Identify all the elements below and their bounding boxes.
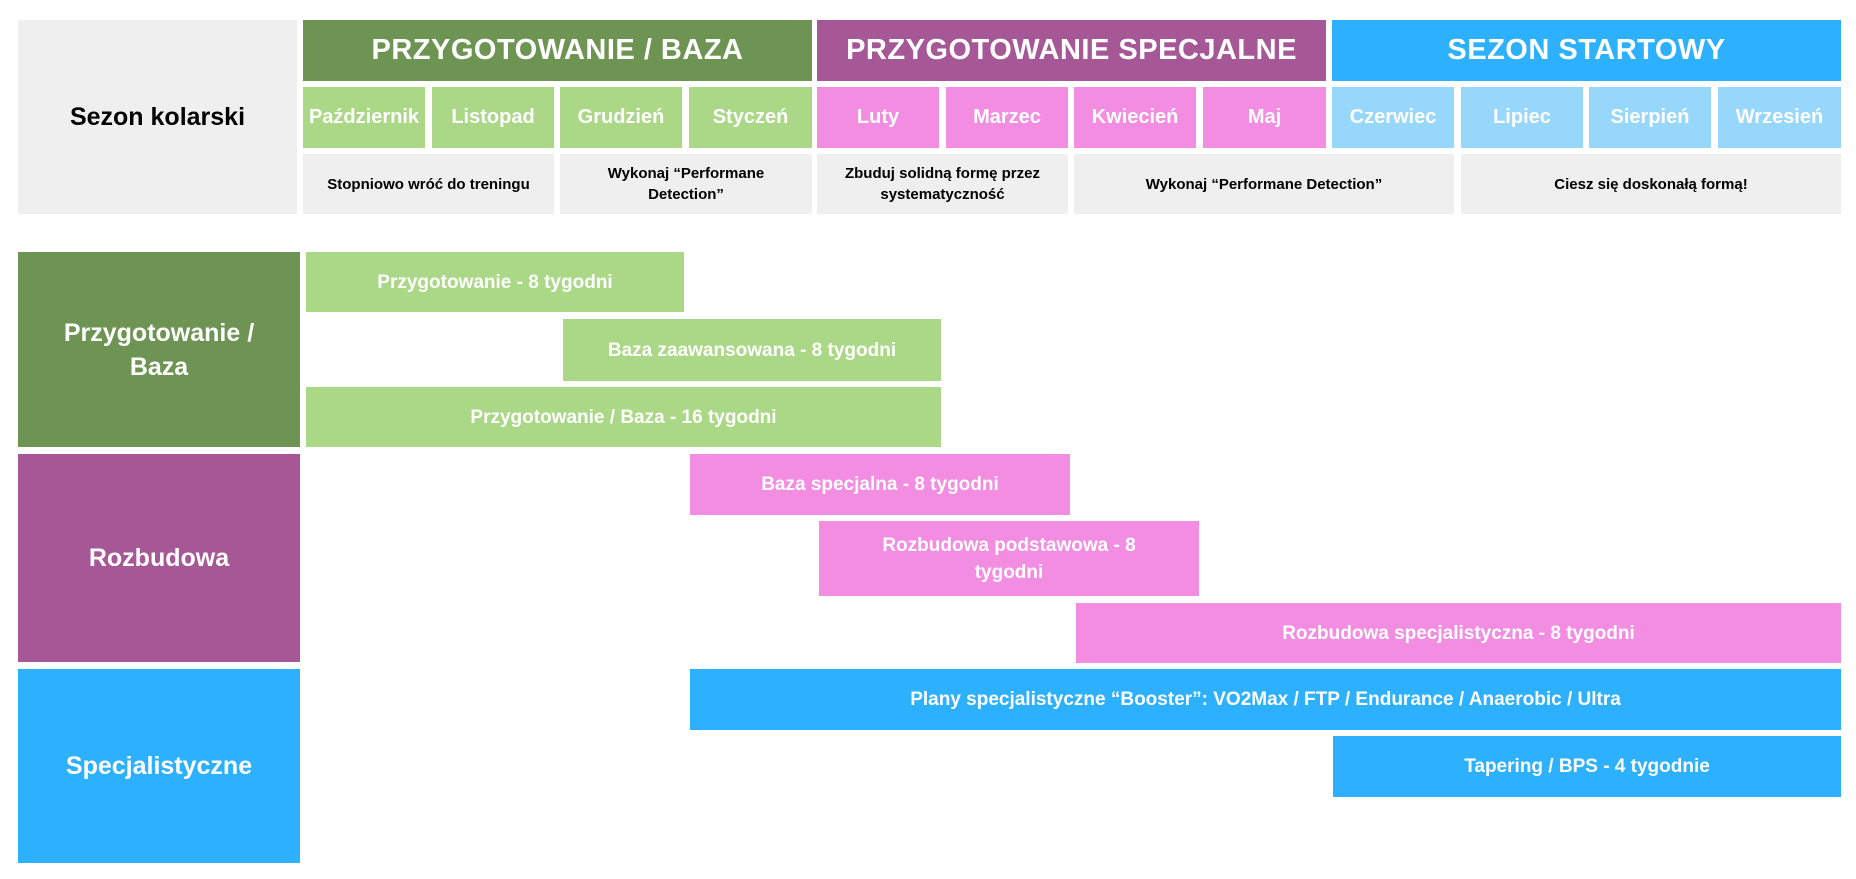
month-cell: Wrzesień [1718,87,1841,148]
category-base: Przygotowanie / Baza [18,252,300,447]
month-cell: Maj [1203,87,1326,148]
category-build: Rozbudowa [18,454,300,662]
season-title: Sezon kolarski [18,20,297,214]
goal-cell: Stopniowo wróć do treningu [303,154,554,214]
goal-cell: Zbuduj solidną formę przez systematyczno… [817,154,1068,214]
plan-bar: Przygotowanie / Baza - 16 tygodni [306,387,941,447]
plan-bar: Rozbudowa podstawowa - 8 tygodni [819,521,1199,596]
category-specialist: Specjalistyczne [18,669,300,863]
month-cell: Luty [817,87,939,148]
month-cell: Kwiecień [1074,87,1196,148]
month-cell: Listopad [432,87,554,148]
plan-bar: Plany specjalistyczne “Booster”: VO2Max … [690,669,1841,730]
goal-cell: Wykonaj “Performane Detection” [1074,154,1454,214]
month-cell: Czerwiec [1332,87,1454,148]
plan-bar: Tapering / BPS - 4 tygodnie [1333,736,1841,797]
phase-header-base: PRZYGOTOWANIE / BAZA [303,20,812,81]
month-cell: Lipiec [1461,87,1583,148]
month-cell: Grudzień [560,87,682,148]
phase-header-special: PRZYGOTOWANIE SPECJALNE [817,20,1326,81]
plan-bar: Przygotowanie - 8 tygodni [306,252,684,312]
month-cell: Sierpień [1589,87,1711,148]
plan-bar: Baza zaawansowana - 8 tygodni [563,319,941,381]
plan-bar: Baza specjalna - 8 tygodni [690,454,1070,515]
month-cell: Październik [303,87,425,148]
month-cell: Styczeń [689,87,812,148]
goal-cell: Ciesz się doskonałą formą! [1461,154,1841,214]
phase-header-race: SEZON STARTOWY [1332,20,1841,81]
goal-cell: Wykonaj “Performane Detection” [560,154,812,214]
month-cell: Marzec [946,87,1068,148]
plan-bar: Rozbudowa specjalistyczna - 8 tygodni [1076,603,1841,663]
